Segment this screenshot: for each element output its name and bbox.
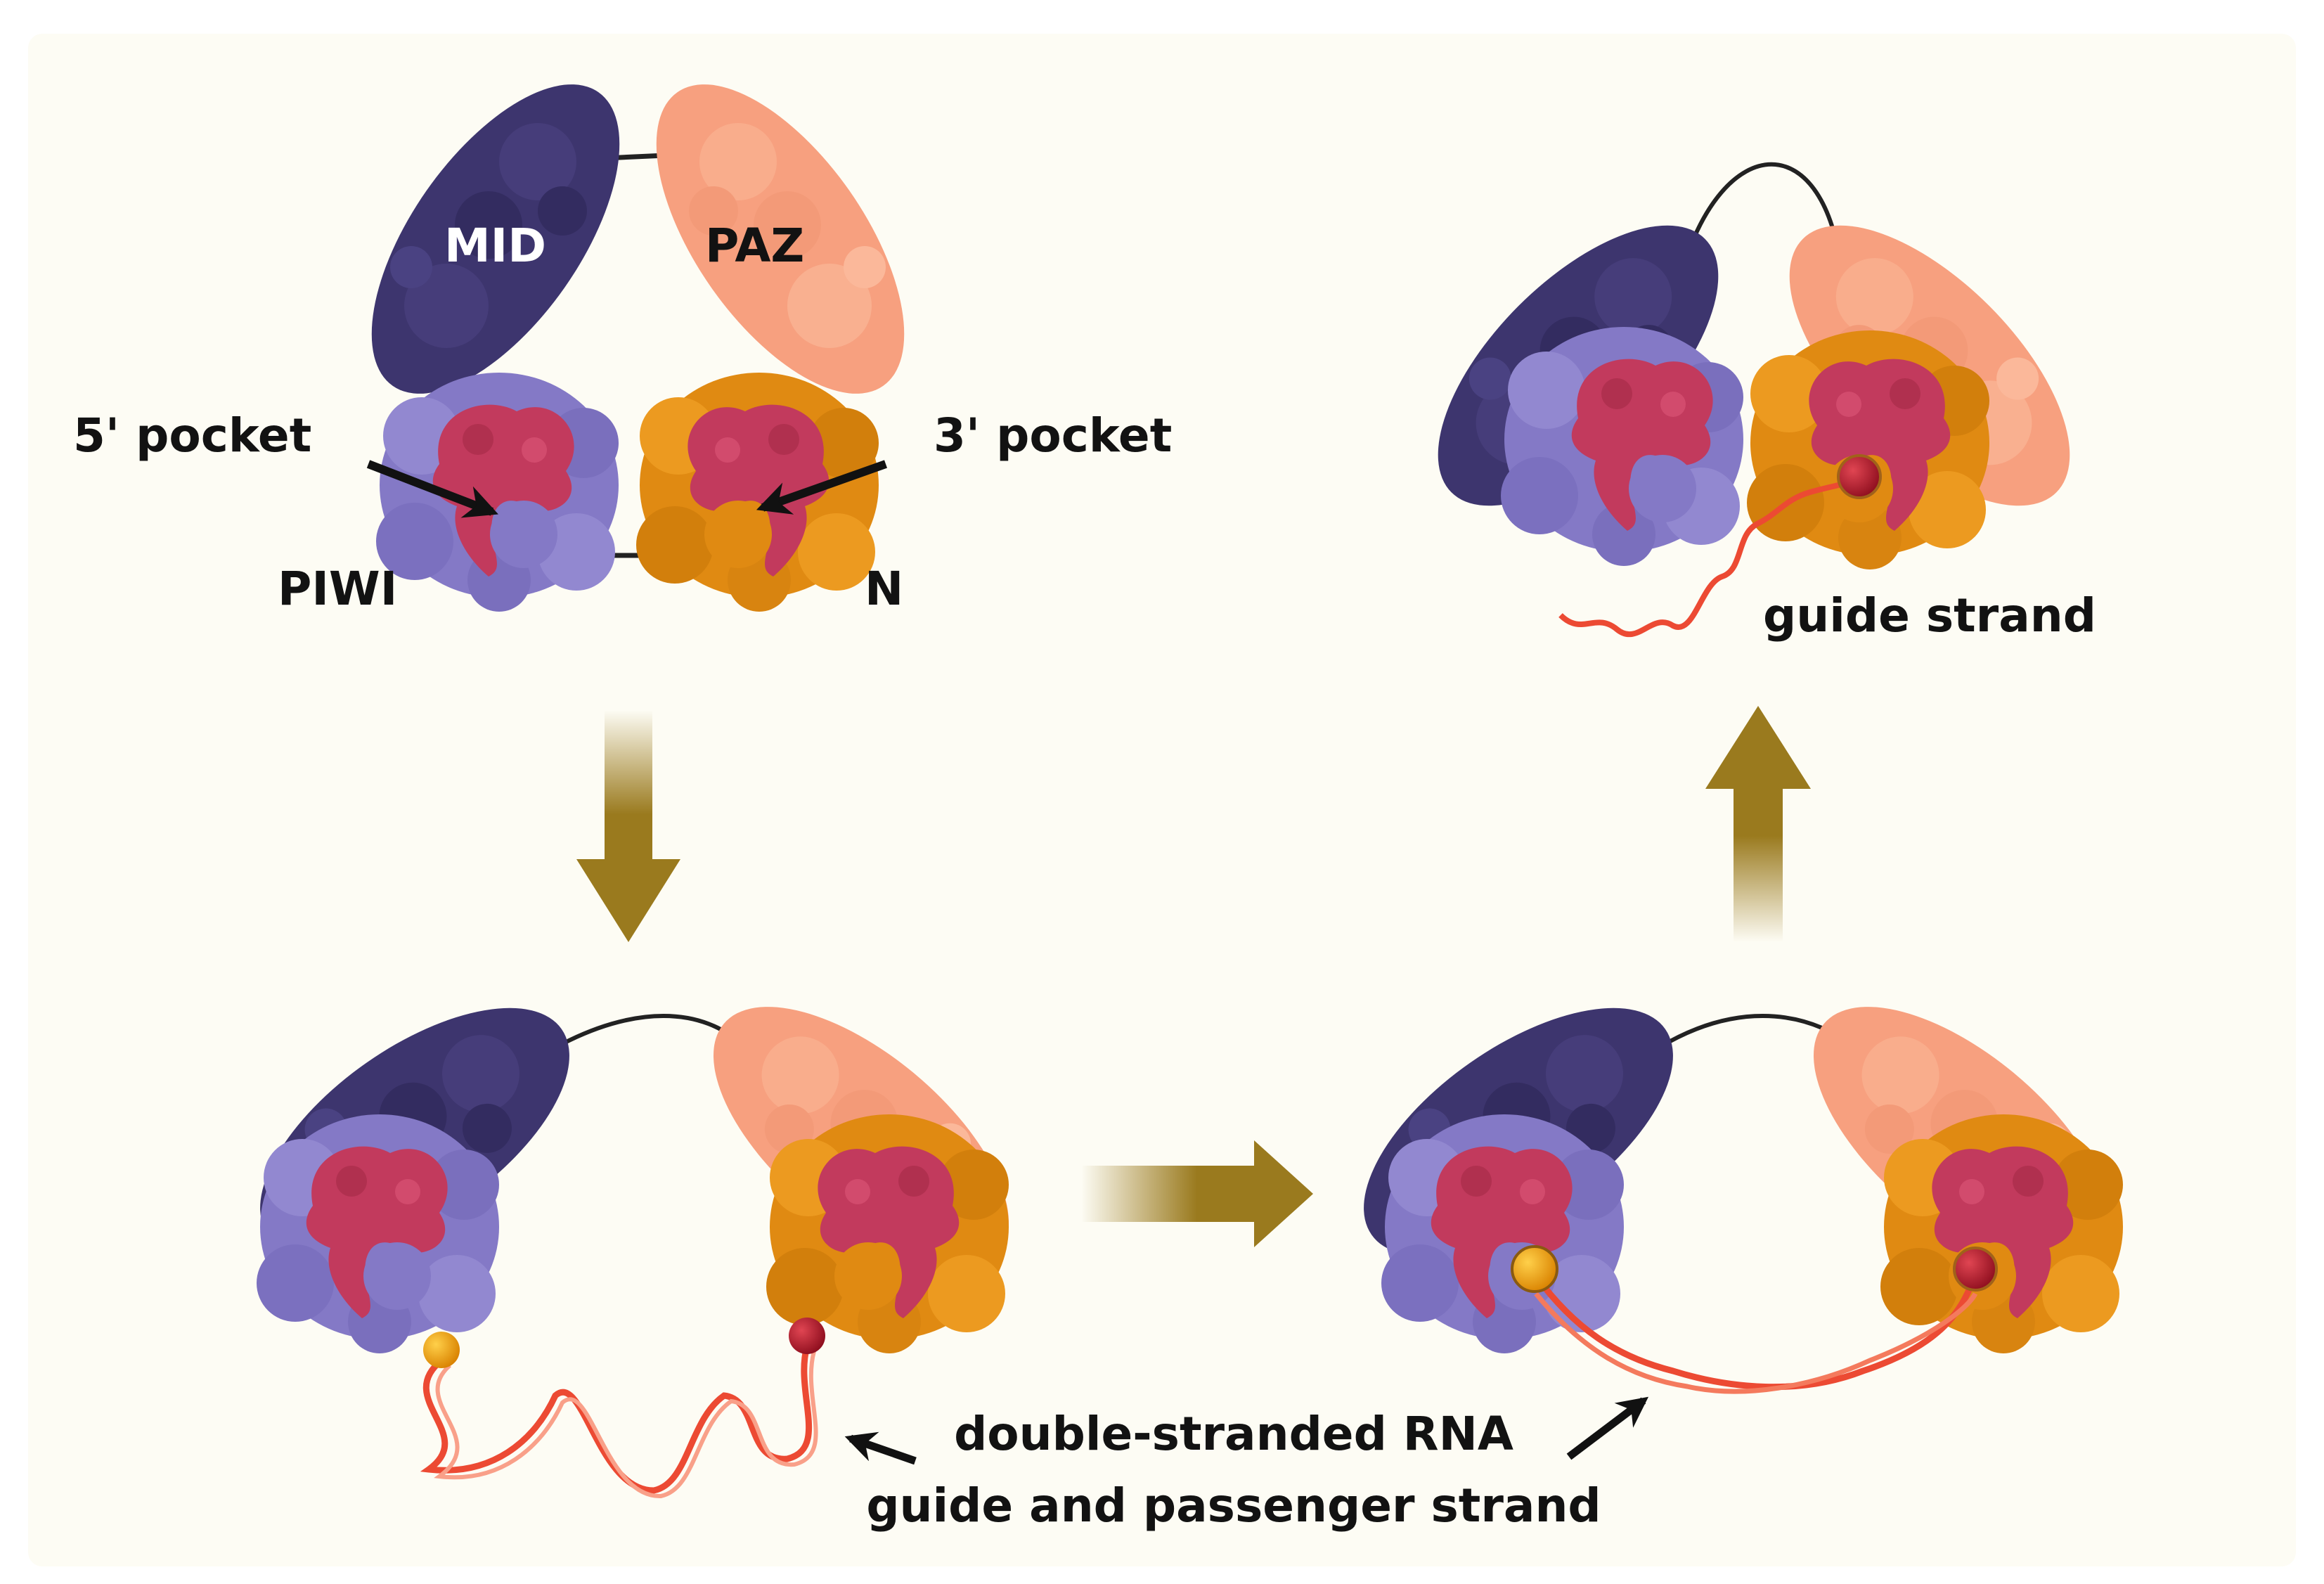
argonaute-with-free-dsrna [186, 889, 1078, 1499]
step-arrow-down [576, 710, 680, 942]
argonaute-loaded-dsrna [1290, 889, 2178, 1394]
label-dsrna-line2: guide and passenger strand [866, 1479, 1601, 1533]
label-paz: PAZ [705, 219, 804, 273]
pointer-3-pocket-arrow [756, 460, 888, 515]
label-piwi: PIWI [278, 562, 397, 616]
argonaute-with-guide [1374, 143, 2133, 637]
label-n: N [865, 562, 903, 616]
label-3-pocket: 3' pocket [934, 408, 1172, 463]
five-prime-bead [423, 1332, 460, 1368]
three-prime-bead [789, 1318, 825, 1354]
dsrna-free [420, 1318, 825, 1499]
step-arrow-up [1705, 706, 1811, 942]
guide-strand-bound [1558, 454, 1882, 637]
three-prime-bead [1837, 454, 1882, 499]
label-mid: MID [444, 219, 546, 273]
argonaute-apo [323, 44, 953, 612]
linker-arc [1678, 162, 1844, 278]
label-guide-strand: guide strand [1763, 588, 2096, 643]
pointer-dsrna-left-arrow [844, 1431, 917, 1465]
step-arrow-right [1081, 1140, 1313, 1247]
pointer-dsrna-right-arrow [1566, 1396, 1649, 1460]
pointer-5-pocket-arrow [366, 460, 498, 518]
dsrna-bound [1511, 1245, 1998, 1394]
label-5-pocket: 5' pocket [73, 408, 311, 463]
label-dsrna-line1: double-stranded RNA [954, 1407, 1513, 1461]
three-prime-bead [1953, 1247, 1998, 1292]
five-prime-bead [1511, 1245, 1558, 1293]
